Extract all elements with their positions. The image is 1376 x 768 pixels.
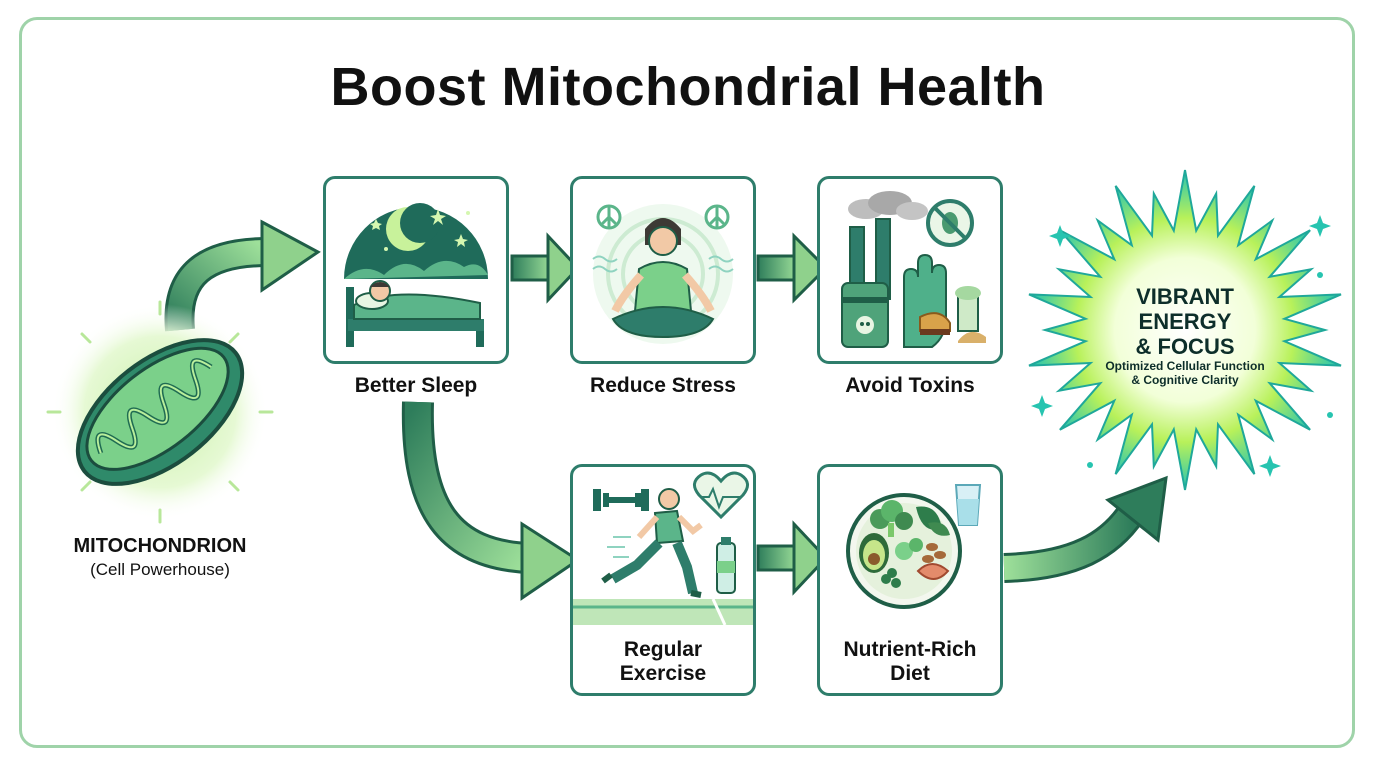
outcome-sub2: & Cognitive Clarity: [1131, 373, 1239, 387]
diet-illustration: [846, 484, 982, 609]
no-bug-icon: [926, 199, 974, 247]
exercise-card: [570, 464, 756, 696]
arrow-diet-to-outcome: [1003, 475, 1168, 583]
meditation-illustration: [592, 204, 734, 344]
exercise-label-line2: Exercise: [619, 662, 707, 685]
mitochondrion-subtitle: (Cell Powerhouse): [90, 560, 230, 579]
toxins-illustration: [841, 191, 986, 348]
exercise-illustration: [573, 471, 753, 625]
exercise-label-line1: Regular: [623, 638, 703, 661]
sparkles: [1031, 215, 1333, 477]
exercise-label: Regular Exercise: [570, 638, 756, 686]
diet-card: [817, 464, 1003, 696]
mitochondrion-title: MITOCHONDRION: [73, 535, 247, 557]
toxins-label: Avoid Toxins: [845, 374, 975, 397]
arrow-sleep-to-exercise: [401, 401, 581, 601]
outcome-line3: & FOCUS: [1135, 334, 1235, 359]
energy-burst: [1020, 165, 1350, 500]
diet-label: Nutrient-Rich Diet: [817, 638, 1003, 686]
diagram-frame: [19, 17, 1355, 748]
broccoli-icon: [870, 500, 913, 537]
diet-label-line1: Nutrient-Rich: [843, 638, 977, 661]
stress-label: Reduce Stress: [590, 374, 736, 397]
arrow-exercise-to-diet: [756, 520, 829, 596]
water-bottle-icon: [716, 537, 736, 594]
water-glass-icon: [954, 484, 982, 526]
sleep-label: Better Sleep: [354, 374, 478, 397]
sleep-illustration: [344, 203, 488, 347]
dumbbell-icon: [593, 489, 649, 511]
arrow-stress-to-toxins: [756, 232, 829, 304]
outcome-line2: ENERGY: [1138, 309, 1232, 334]
stress-card: [570, 176, 756, 364]
mitochondrion-illustration: [40, 300, 280, 535]
page-title: Boost Mitochondrial Health: [330, 57, 1046, 117]
diet-label-line2: Diet: [890, 662, 930, 685]
runner: [601, 488, 703, 598]
heart-icon: [693, 471, 749, 520]
mitochondrion-caption: MITOCHONDRION (Cell Powerhouse): [40, 535, 280, 580]
toxins-card: [817, 176, 1003, 364]
peace-icon: [596, 204, 730, 230]
sleep-card: [323, 176, 509, 364]
avocado-icon: [859, 533, 889, 573]
outcome-text: VIBRANT ENERGY & FOCUS Optimized Cellula…: [1075, 284, 1295, 387]
arrow-sleep-to-stress: [510, 232, 581, 304]
skull-icon: [856, 316, 874, 334]
outcome-line1: VIBRANT: [1136, 284, 1234, 309]
outcome-sub1: Optimized Cellular Function: [1105, 359, 1265, 373]
